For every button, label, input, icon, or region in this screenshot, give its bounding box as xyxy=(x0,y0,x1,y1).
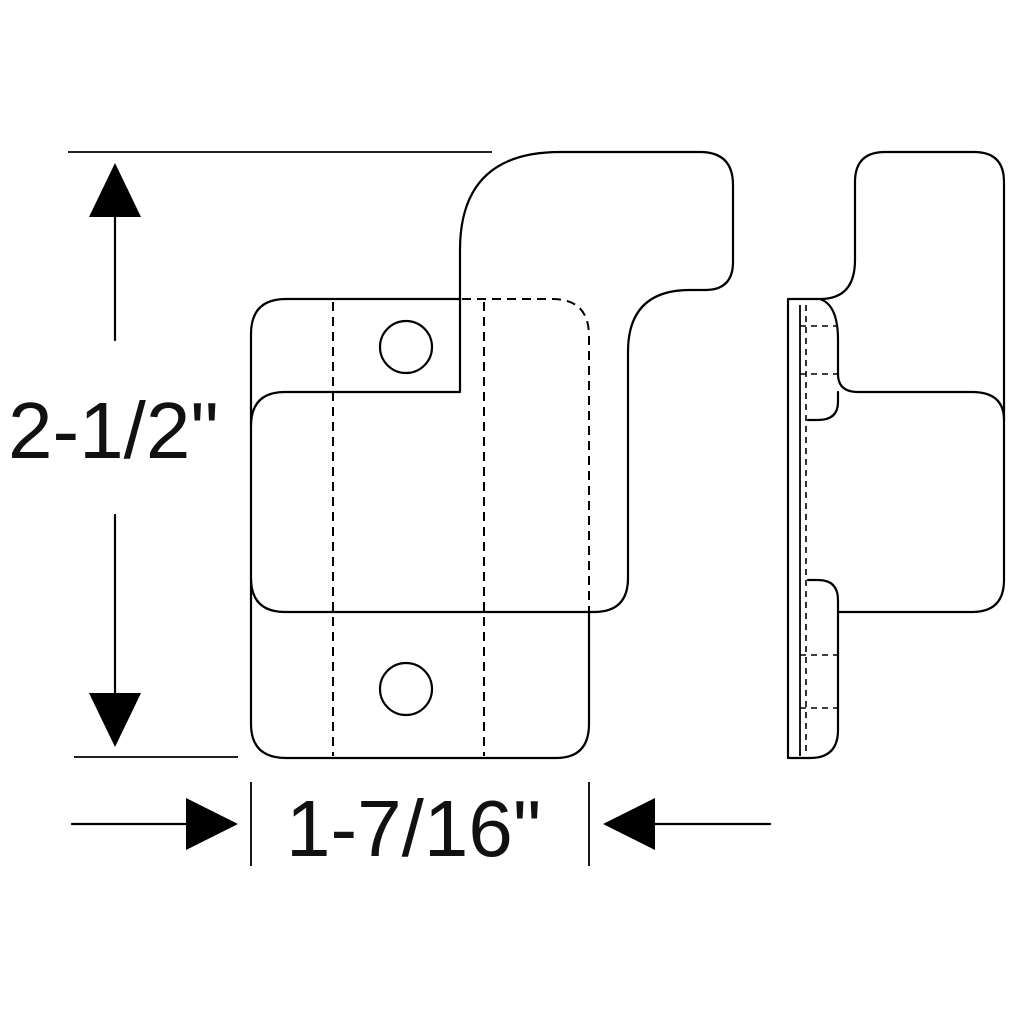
height-dimension: 2-1/2" xyxy=(8,151,492,758)
mounting-hole-bottom xyxy=(378,661,434,717)
width-arrowhead-left xyxy=(603,798,655,850)
hook-outline xyxy=(249,150,735,614)
hidden-edge-top-right xyxy=(462,298,590,612)
height-arrowhead-up xyxy=(89,163,141,217)
side-view-outline xyxy=(786,150,1006,760)
height-label: 2-1/2" xyxy=(8,386,219,475)
mounting-hole-top xyxy=(378,319,434,375)
top-tab-outline xyxy=(249,297,462,428)
back-plate-outline xyxy=(249,297,591,760)
front-view xyxy=(249,150,735,760)
side-view xyxy=(786,150,1006,760)
width-arrowhead-right xyxy=(186,798,238,850)
side-view-body-curve-top xyxy=(818,297,1006,422)
width-dimension: 1-7/16" xyxy=(70,782,772,873)
side-view-lower-notch xyxy=(806,578,840,614)
side-view-notch xyxy=(806,390,840,422)
width-label: 1-7/16" xyxy=(286,784,541,873)
height-arrowhead-down xyxy=(89,693,141,747)
